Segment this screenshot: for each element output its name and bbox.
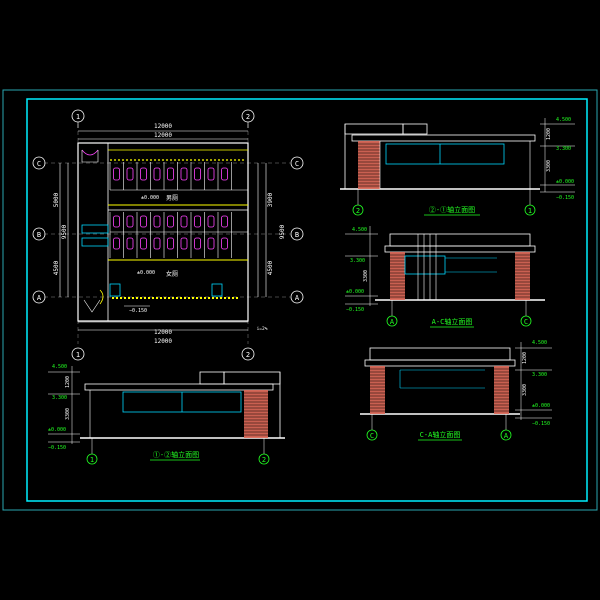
elev-a-c-lv-ground: −0.150 bbox=[346, 307, 364, 313]
axis-bubble-1-bottom: 1 bbox=[71, 347, 85, 361]
svg-text:2: 2 bbox=[246, 351, 250, 359]
plan-dim-top-1: 12000 bbox=[154, 123, 172, 130]
elev-2-1-lv-mid: 3.300 bbox=[556, 146, 571, 152]
axis-bubble-b-left: B bbox=[32, 227, 46, 241]
room-lower-label: 女厕 bbox=[166, 270, 178, 278]
elev-a-c-axis-left: A bbox=[390, 318, 395, 326]
svg-text:B: B bbox=[37, 231, 41, 239]
elev-c-a-lv-ground: −0.150 bbox=[532, 421, 550, 427]
axis-bubble-a-right: A bbox=[290, 290, 304, 304]
elev-1-2-lv-zero: ±0.000 bbox=[48, 427, 66, 433]
plan-dim-right-1: 3900 bbox=[267, 192, 274, 207]
elev-c-a-axis-left: C bbox=[370, 432, 374, 440]
elev-a-c-caption: A-C轴立面图 bbox=[432, 317, 473, 326]
room-upper-label: 男厕 bbox=[166, 195, 178, 202]
elev-c-a-caption: C-A轴立面图 bbox=[420, 430, 461, 439]
elev-2-1-lv-zero: ±0.000 bbox=[556, 179, 574, 185]
axis-bubble-2-bottom: 2 bbox=[241, 347, 255, 361]
elev-1-2-dim-1: 1200 bbox=[65, 376, 71, 388]
plan-dim-top-2: 12000 bbox=[154, 132, 172, 139]
elev-a-c-lv-top: 4.500 bbox=[352, 227, 367, 233]
elevation-1-2: 1 2 ①-②轴立面图 4.500 3.300 ±0.000 −0.150 12… bbox=[48, 364, 285, 465]
level-upper: ±0.000 bbox=[141, 195, 159, 201]
elevation-c-a: C A C-A轴立面图 4.500 3.300 ±0.000 −0.150 12… bbox=[360, 340, 552, 441]
svg-text:2: 2 bbox=[246, 113, 250, 121]
svg-text:B: B bbox=[295, 231, 299, 239]
inner-frame bbox=[26, 98, 588, 502]
elev-c-a-axis-right: A bbox=[504, 432, 509, 440]
svg-text:1: 1 bbox=[76, 351, 80, 359]
elev-2-1-lv-top: 4.500 bbox=[556, 117, 571, 123]
plan-dim-right-2: 4500 bbox=[267, 260, 274, 275]
elev-a-c-lv-mid: 3.300 bbox=[350, 258, 365, 264]
axis-bubble-c-left: C bbox=[32, 156, 46, 170]
elev-1-2-dim-2: 3300 bbox=[65, 408, 71, 420]
svg-text:C: C bbox=[37, 160, 41, 168]
plan-dim-bottom-1: 12000 bbox=[154, 329, 172, 336]
elev-2-1-axis-right: 1 bbox=[528, 207, 532, 215]
elev-a-c-lv-zero: ±0.000 bbox=[346, 289, 364, 295]
elevation-2-1: 2 1 ②-①轴立面图 4.500 3.300 ±0.000 −0.150 12… bbox=[340, 117, 575, 216]
plan-dim-left-1: 5000 bbox=[53, 192, 60, 207]
elev-2-1-dim-2: 3300 bbox=[546, 160, 552, 172]
elev-a-c-dim-1: 3300 bbox=[363, 270, 369, 282]
elev-c-a-lv-zero: ±0.000 bbox=[532, 403, 550, 409]
svg-text:A: A bbox=[295, 294, 300, 302]
plan-dim-right-total: 9500 bbox=[279, 224, 286, 239]
axis-bubble-1-top: 1 bbox=[71, 109, 85, 128]
elev-c-a-lv-mid: 3.300 bbox=[532, 372, 547, 378]
elev-c-a-dim-1: 1200 bbox=[522, 352, 528, 364]
floor-plan: 12000 12000 12000 12000 5000 4500 9500 3… bbox=[32, 109, 304, 361]
elev-a-c-axis-right: C bbox=[524, 318, 528, 326]
elev-c-a-lv-top: 4.500 bbox=[532, 340, 547, 346]
svg-text:C: C bbox=[295, 160, 299, 168]
plan-dim-bottom-2: 12000 bbox=[154, 338, 172, 345]
elev-1-2-lv-mid: 3.300 bbox=[52, 395, 67, 401]
elev-c-a-dim-2: 3300 bbox=[522, 384, 528, 396]
elev-1-2-caption: ①-②轴立面图 bbox=[153, 450, 199, 459]
elevation-a-c: A C A-C轴立面图 4.500 3.300 ±0.000 −0.150 33… bbox=[345, 226, 545, 328]
plan-dim-left-2: 4500 bbox=[53, 260, 60, 275]
level-lower: ±0.000 bbox=[137, 270, 155, 276]
outer-frame bbox=[2, 89, 598, 511]
elev-2-1-dim-1: 1200 bbox=[546, 128, 552, 140]
axis-bubble-b-right: B bbox=[290, 227, 304, 241]
svg-text:A: A bbox=[37, 294, 42, 302]
elev-1-2-lv-top: 4.500 bbox=[52, 364, 67, 370]
elev-1-2-axis-left: 1 bbox=[90, 456, 94, 464]
elev-1-2-lv-ground: −0.150 bbox=[48, 445, 66, 451]
elev-2-1-caption: ②-①轴立面图 bbox=[429, 205, 475, 214]
elev-1-2-axis-right: 2 bbox=[262, 456, 266, 464]
svg-text:1: 1 bbox=[76, 113, 80, 121]
axis-bubble-2-top: 2 bbox=[241, 109, 255, 128]
axis-bubble-a-left: A bbox=[32, 290, 46, 304]
stair-slope-label: i=2% bbox=[257, 326, 268, 332]
level-outside: −0.150 bbox=[129, 308, 147, 314]
plan-dim-left-total: 9500 bbox=[61, 224, 68, 239]
elev-2-1-axis-left: 2 bbox=[356, 207, 360, 215]
elev-2-1-lv-ground: −0.150 bbox=[556, 195, 574, 201]
axis-bubble-c-right: C bbox=[290, 156, 304, 170]
